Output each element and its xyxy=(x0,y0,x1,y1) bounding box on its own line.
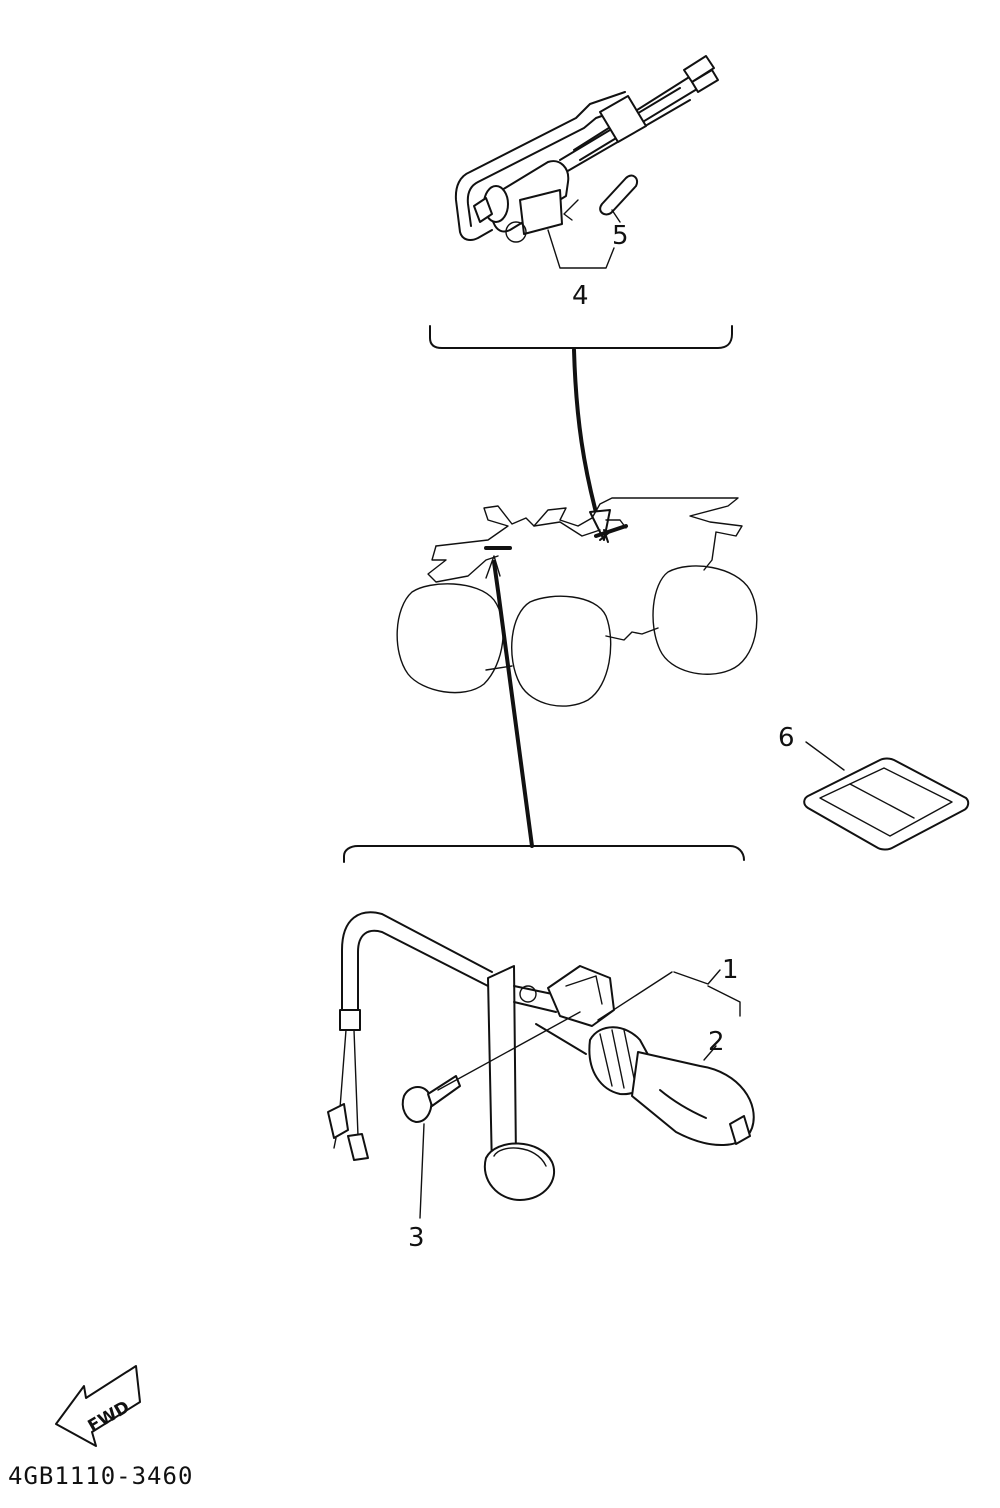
bottom-pointer-line xyxy=(492,560,534,848)
callout-2: 2 xyxy=(708,1027,725,1057)
atv-outline xyxy=(396,497,758,707)
callout-3: 3 xyxy=(408,1223,425,1253)
callout-6: 6 xyxy=(778,723,795,753)
callout-1: 1 xyxy=(722,955,739,985)
label-plate xyxy=(803,741,970,851)
bottom-pointer-arrowhead xyxy=(485,555,501,579)
bottom-detail-bracket xyxy=(343,845,745,863)
callout-4: 4 xyxy=(572,281,589,311)
top-pointer-line xyxy=(572,348,600,522)
throttle-assembly xyxy=(327,911,755,1219)
drawing-code: 4GB1110-3460 xyxy=(8,1462,193,1490)
top-detail-bracket xyxy=(429,325,733,349)
switch-assembly xyxy=(454,55,719,269)
fwd-direction-arrow: FWD xyxy=(55,1365,141,1447)
callout-5: 5 xyxy=(612,221,629,251)
